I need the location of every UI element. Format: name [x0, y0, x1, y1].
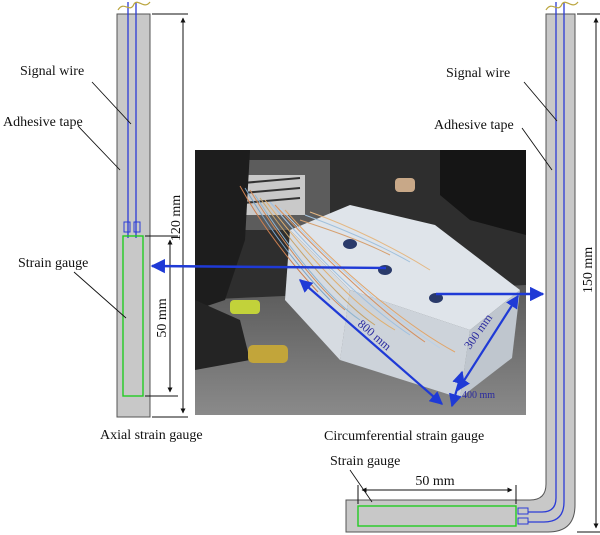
circumferential-gauge-length-label: 50 mm: [415, 474, 454, 489]
circumferential-length-label: 150 mm: [581, 247, 596, 293]
photo-height-label: 400 mm: [462, 390, 495, 401]
circumferential-signal-wire-1: [528, 2, 557, 513]
axial-gauge-length-label: 50 mm: [155, 298, 170, 337]
axial-adhesive-tape: [116, 13, 151, 418]
axial-gauge-drawing: 120 mm 50 mm: [73, 1, 188, 418]
circumferential-strain-gauge: [357, 505, 517, 527]
circumferential-adhesive-tape: [345, 13, 576, 533]
test-photo: 800 mm 300 mm 400 mm: [195, 150, 526, 415]
circumferential-adhesive-tape-label: Adhesive tape: [434, 118, 514, 133]
circumferential-signal-wire-2: [528, 2, 565, 523]
circumferential-strain-gauge-label: Strain gauge: [330, 454, 400, 469]
photo-width-arrow: [457, 294, 519, 392]
axial-wire-curl: [117, 1, 151, 11]
axial-strain-gauge-label: Strain gauge: [18, 256, 88, 271]
circumferential-wire-curl: [545, 1, 579, 11]
axial-adhesive-tape-label: Adhesive tape: [3, 115, 83, 130]
axial-signal-wire-label: Signal wire: [20, 64, 84, 79]
photo-length-arrow: [299, 279, 443, 405]
axial-length-label: 120 mm: [169, 195, 184, 241]
axial-strain-gauge: [122, 235, 144, 397]
circumferential-caption: Circumferential strain gauge: [324, 429, 484, 444]
axial-caption: Axial strain gauge: [100, 428, 203, 443]
pointer-arrow-axial: [150, 258, 387, 274]
photo-height-arrow: [449, 370, 465, 408]
circumferential-signal-wire-label: Signal wire: [446, 66, 510, 81]
circumferential-gauge-drawing: 150 mm 50 mm: [345, 1, 600, 533]
